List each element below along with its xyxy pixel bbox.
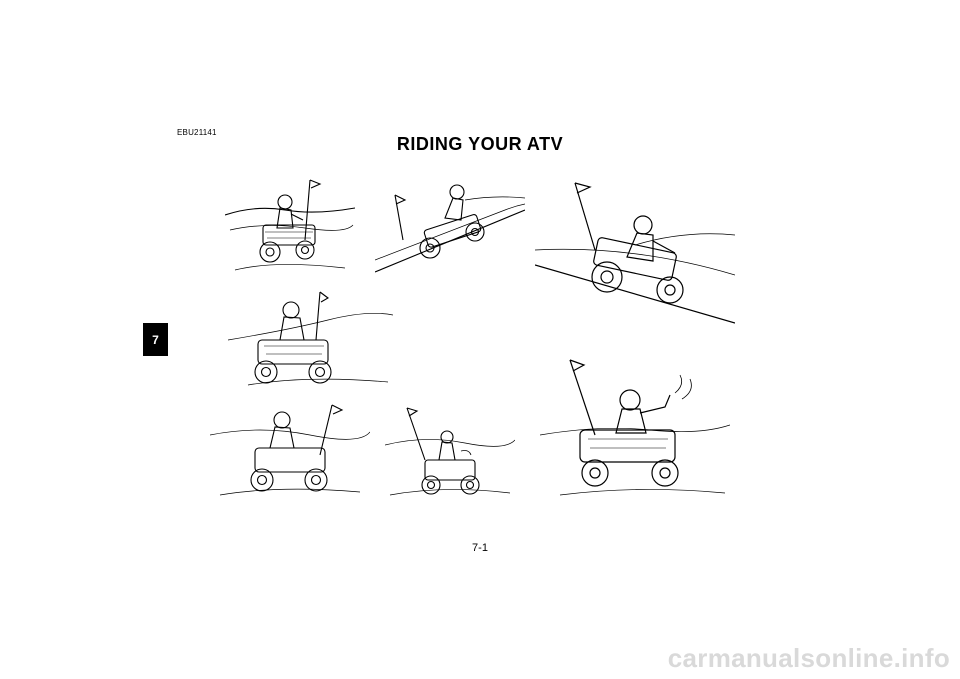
document-code: EBU21141 <box>177 128 217 137</box>
page-number: 7-1 <box>472 542 488 554</box>
page-title: RIDING YOUR ATV <box>396 134 564 154</box>
atv-steep-climb-illustration <box>535 175 735 325</box>
chapter-tab: 7 <box>143 323 168 356</box>
atv-turning-front-illustration <box>228 290 393 390</box>
atv-rough-terrain-illustration <box>385 405 515 500</box>
atv-hillside-left-illustration <box>225 170 355 275</box>
atv-climbing-slope-illustration <box>375 180 525 275</box>
site-watermark: carmanualsonline.info <box>667 643 950 673</box>
atv-descending-front-illustration <box>210 400 370 500</box>
atv-wave-signal-illustration <box>540 355 730 500</box>
